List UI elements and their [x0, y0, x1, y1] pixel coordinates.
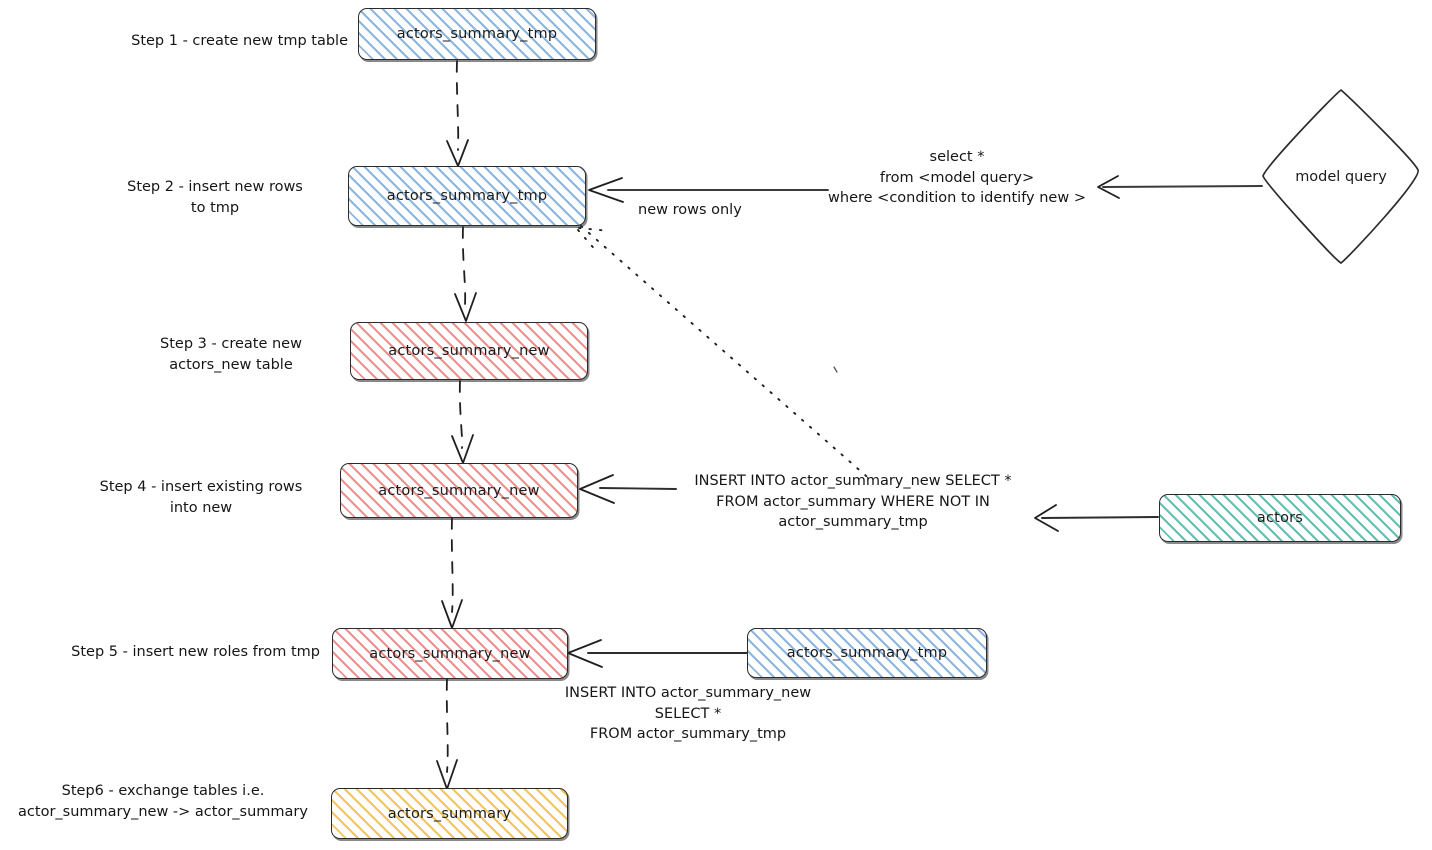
annotation-new-rows-only: new rows only	[638, 202, 742, 218]
edge-step4-note-to-step4	[579, 474, 677, 504]
node-actors-source[interactable]: actors	[1159, 494, 1401, 542]
node-actors-summary-tmp-step2[interactable]: actors_summary_tmp	[348, 166, 586, 226]
diamond-label: model query	[1295, 169, 1387, 185]
node-label: actors_summary_new	[378, 482, 540, 499]
step-3-caption: Step 3 - create new actors_new table	[160, 336, 302, 373]
node-label: actors_summary_new	[369, 645, 531, 662]
stray-mark	[833, 366, 838, 373]
node-label: actors_summary_tmp	[786, 645, 948, 661]
node-actors-summary-step6[interactable]: actors_summary	[331, 788, 568, 839]
node-label: actors_summary_tmp	[386, 188, 548, 204]
node-actors-summary-new-step5[interactable]: actors_summary_new	[332, 628, 568, 679]
node-label: actors_summary	[387, 805, 512, 822]
edge-actors-to-step4-note	[1034, 504, 1159, 532]
step-5-caption: Step 5 - insert new roles from tmp	[71, 644, 320, 660]
step-4-caption: Step 4 - insert existing rows into new	[99, 479, 303, 516]
node-actors-summary-new-step4[interactable]: actors_summary_new	[340, 463, 578, 518]
edge-step4-to-step5	[441, 517, 463, 629]
step-2-caption: Step 2 - insert new rows to tmp	[127, 179, 303, 216]
edge-step1-to-step2	[446, 60, 469, 167]
node-actors-summary-tmp-step1[interactable]: actors_summary_tmp	[358, 8, 596, 60]
edge-tmp-to-step5	[567, 639, 749, 668]
node-actors-summary-new-step3[interactable]: actors_summary_new	[350, 322, 588, 380]
annotation-select-query: select * from <model query> where <condi…	[828, 149, 1086, 207]
edge-step5-to-step6	[436, 678, 458, 790]
step-1-caption: Step 1 - create new tmp table	[131, 33, 348, 49]
step-6-caption: Step6 - exchange tables i.e. actor_summa…	[18, 783, 308, 820]
annotation-insert-new-roles: INSERT INTO actor_summary_new SELECT * F…	[564, 685, 812, 743]
node-model-query[interactable]: model query	[1263, 90, 1419, 264]
node-label: actors_summary_new	[388, 343, 550, 359]
annotation-insert-existing-rows: INSERT INTO actor_summary_new SELECT * F…	[694, 473, 1012, 531]
edge-step2-to-step3	[454, 226, 477, 322]
node-actors-summary-tmp-source[interactable]: actors_summary_tmp	[747, 628, 987, 678]
edge-step3-to-step4	[451, 380, 474, 464]
node-label: actors	[1256, 510, 1304, 526]
node-label: actors_summary_tmp	[396, 26, 558, 42]
edge-step2-dotted-to-step4-note	[577, 225, 874, 483]
